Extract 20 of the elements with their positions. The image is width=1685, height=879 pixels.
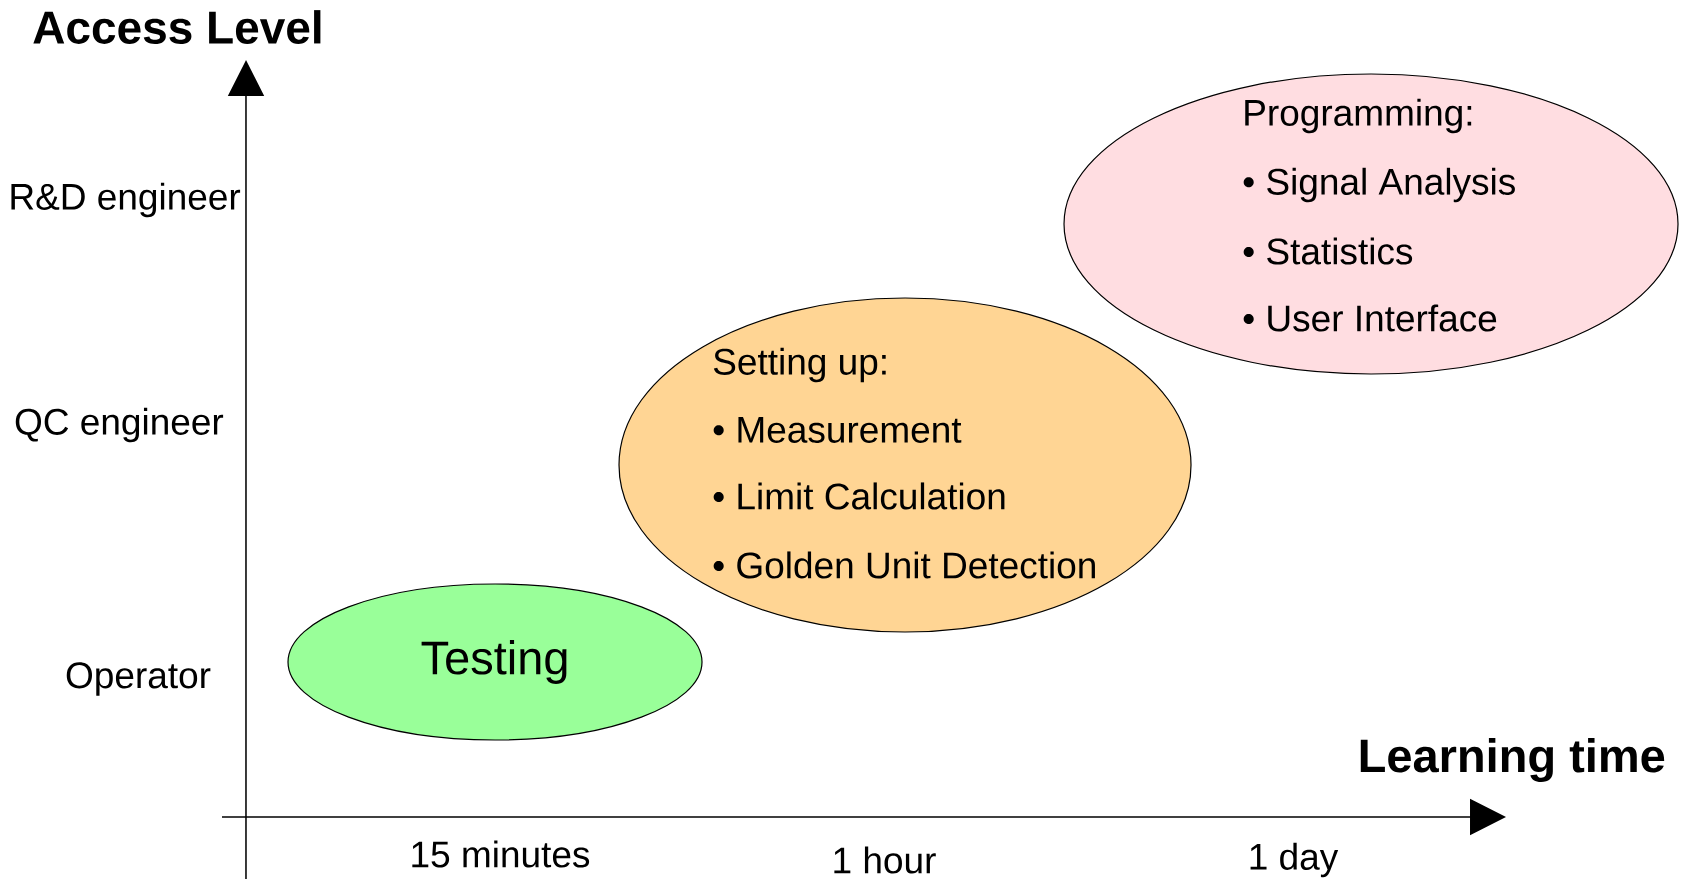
- ellipse-text: • User Interface: [1243, 304, 1497, 332]
- tick-label: 1 hour: [834, 846, 936, 874]
- axis-level-label: QC engineer: [15, 407, 224, 443]
- ellipse-text: Setting up:: [713, 347, 886, 383]
- ellipse-text: Programming:: [1245, 98, 1472, 134]
- tick-label: 15 minutes: [412, 840, 590, 868]
- tick-label: 1 day: [1250, 842, 1339, 878]
- axis-title: Learning time: [1360, 738, 1665, 782]
- ellipse-text: • Limit Calculation: [713, 482, 1005, 510]
- ellipse: [618, 297, 1192, 633]
- ellipse-text: Testing: [421, 640, 567, 684]
- ellipse-text: • Signal Analysis: [1243, 167, 1515, 203]
- ellipse-text: • Measurement: [713, 417, 962, 443]
- ellipse: [287, 583, 703, 741]
- axis-level-label: R&D engineer: [11, 182, 241, 218]
- ellipse-text: • Golden Unit Detection: [713, 551, 1095, 579]
- ellipse: [1063, 73, 1679, 375]
- ellipse-text: • Statistics: [1243, 237, 1413, 265]
- axis-level-label: Operator: [66, 662, 211, 696]
- axis-title: Access Level: [33, 10, 321, 44]
